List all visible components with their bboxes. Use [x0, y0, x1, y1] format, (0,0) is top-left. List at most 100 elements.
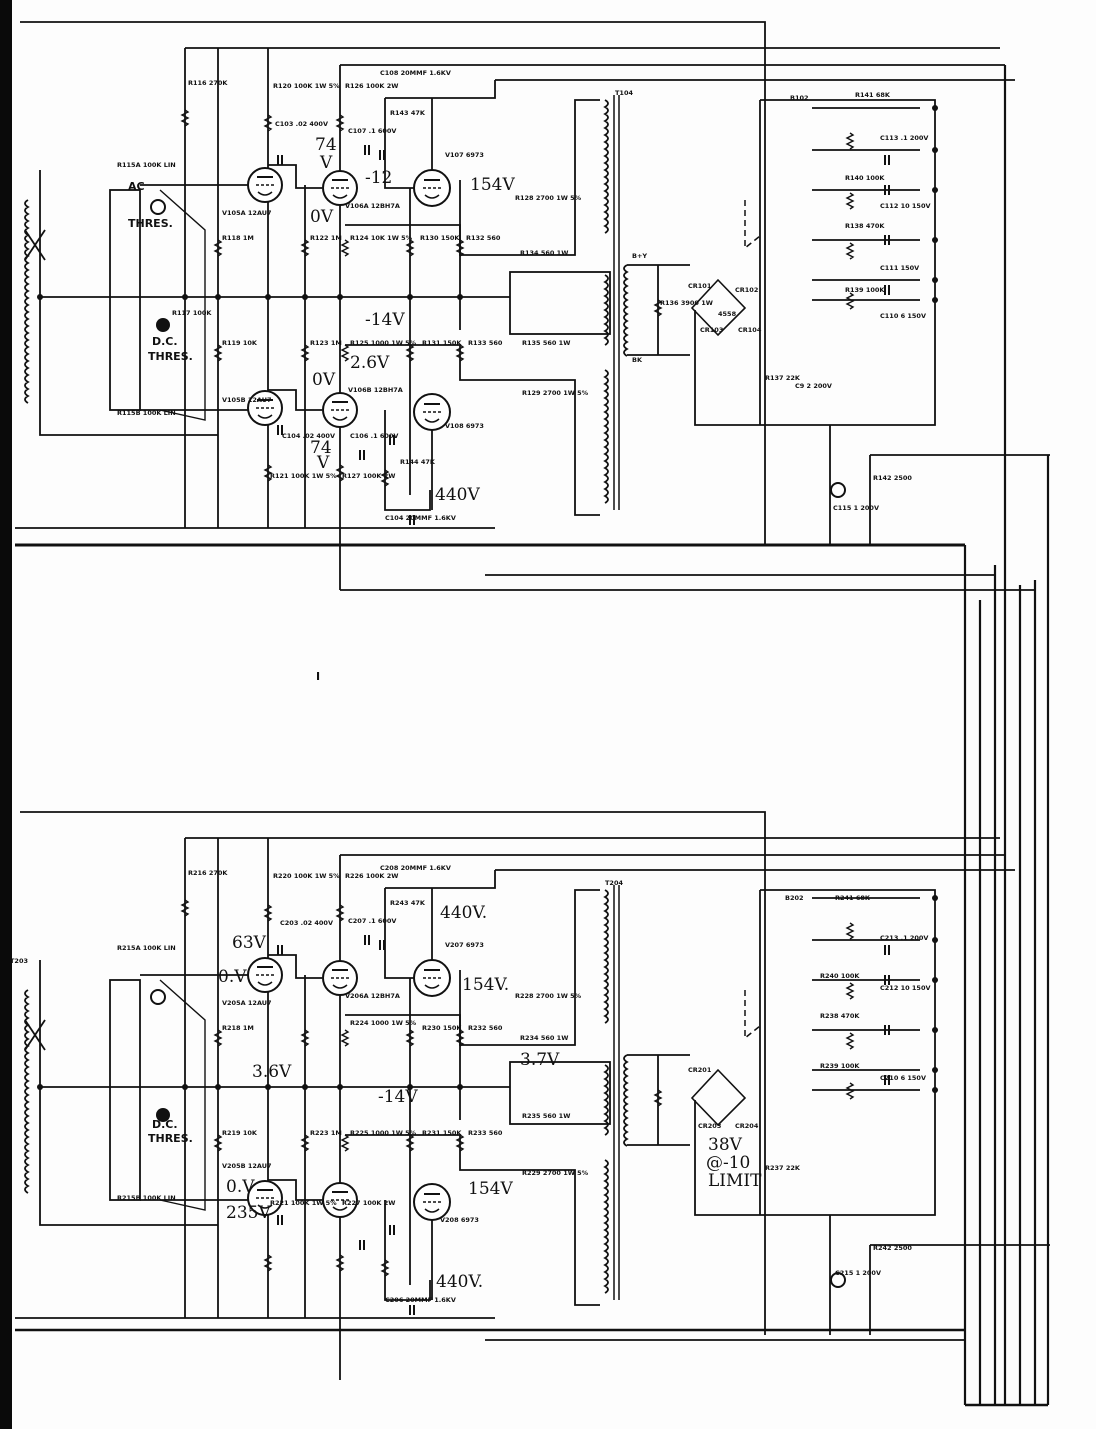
junction-dot [182, 294, 188, 300]
wire [385, 870, 496, 889]
trim-pot-icon [830, 482, 846, 498]
component-label: R240 100K [820, 972, 860, 980]
component-label: C208 20MMF 1.6KV [380, 864, 451, 872]
resistor-icon [845, 192, 855, 210]
junction-dot [932, 937, 938, 943]
junction-dot [932, 237, 938, 243]
component-label: R144 47K [400, 458, 436, 466]
wire [345, 99, 600, 256]
component-label: R131 150K [422, 339, 462, 347]
resistor-icon [300, 239, 310, 257]
resistor-icon [845, 132, 855, 150]
wire [345, 1134, 600, 1306]
wire [268, 389, 322, 411]
handwritten-voltage-note: 0.V [226, 1177, 255, 1197]
wire [345, 889, 600, 1046]
resistor-icon [380, 1259, 390, 1277]
junction-dot [932, 147, 938, 153]
dc-threshold-adjust-icon [156, 318, 170, 332]
wire [384, 1200, 431, 1301]
handwritten-voltage-note: 0V [310, 207, 334, 227]
component-label: R122 1M [310, 234, 342, 242]
vacuum-tube-icon [322, 1182, 358, 1218]
handwritten-voltage-note: @-10 [706, 1153, 750, 1173]
handwritten-voltage-note: -14V [365, 310, 405, 330]
handwritten-voltage-note: 74 [315, 135, 337, 155]
handwritten-voltage-note: 3.7V [520, 1050, 560, 1070]
component-label: CR101 [688, 282, 712, 290]
component-label: C110 6 150V [880, 312, 926, 320]
component-label: R215A 100K LIN [117, 944, 176, 952]
component-label: R142 2500 [873, 474, 912, 482]
interchannel-bus-wires [15, 65, 1050, 1407]
vacuum-tube-icon [247, 957, 283, 993]
component-label: V207 6973 [445, 941, 484, 949]
component-label: R119 10K [222, 339, 258, 347]
tube-cathode [424, 194, 440, 199]
component-label: R228 2700 1W 5% [515, 992, 582, 1000]
component-label: V106B 12BH7A [348, 386, 403, 394]
component-label: R232 560 [468, 1024, 503, 1032]
handwritten-voltage-note: 154V [468, 1179, 513, 1199]
component-label: R143 47K [390, 109, 426, 117]
component-label: CR102 [735, 286, 758, 294]
resistor-icon [653, 299, 663, 317]
handwritten-voltage-note: 74 [310, 438, 332, 458]
handwritten-voltage-note: V [319, 153, 333, 173]
component-label: R127 100K 2W [342, 472, 395, 480]
component-label: B+Y [632, 252, 647, 260]
wire [384, 410, 431, 511]
component-label: R137 22K [765, 374, 801, 382]
resistor-icon [653, 1089, 663, 1107]
junction-dot [457, 1084, 463, 1090]
handwritten-voltage-note: -12 [365, 168, 392, 188]
tube-cathode [332, 1206, 348, 1211]
resistor-icon [263, 904, 273, 922]
component-label: C107 .1 600V [348, 127, 396, 135]
wire [385, 80, 496, 99]
junction-dot [932, 1027, 938, 1033]
component-label: V105A 12AU7 [222, 209, 272, 217]
component-label: 4558 [718, 310, 737, 318]
handwritten-voltage-note: 440V. [440, 903, 487, 923]
component-label: R123 1M [310, 339, 342, 347]
resistor-icon [455, 1134, 465, 1152]
component-label: C104 .02 400V [282, 432, 335, 440]
component-label: R224 1000 1W 5% [350, 1019, 417, 1027]
vacuum-tube-icon [413, 1183, 451, 1221]
resistor-icon [300, 1029, 310, 1047]
component-label: V205B 12AU7 [222, 1162, 272, 1170]
junction-dot [932, 895, 938, 901]
resistor-icon [340, 1134, 350, 1152]
component-label: R237 22K [765, 1164, 801, 1172]
resistor-icon [845, 1032, 855, 1050]
component-label: V206A 12BH7A [345, 992, 400, 1000]
wire [39, 960, 218, 1226]
wire [159, 189, 206, 421]
handwritten-voltage-note: 154V [470, 175, 515, 195]
resistor-icon [405, 344, 415, 362]
tube-cathode [332, 194, 348, 199]
resistor-icon [845, 292, 855, 310]
wire [384, 98, 415, 189]
wire [159, 979, 206, 1211]
component-label: R121 100K 1W 5% [270, 472, 337, 480]
component-label: T204 [605, 879, 623, 887]
section-label: THRES. [148, 1132, 193, 1145]
margin-mark: I [316, 670, 320, 683]
component-label: R135 560 1W [522, 339, 570, 347]
scan-edge [0, 0, 12, 1429]
component-label: R242 2500 [873, 1244, 912, 1252]
resistor-icon [340, 1029, 350, 1047]
resistor-icon [180, 899, 190, 917]
junction-dot [215, 1084, 221, 1090]
transformer-winding-icon [603, 369, 609, 504]
tube-cathode [424, 418, 440, 423]
tube-cathode [424, 984, 440, 989]
component-label: V105B 12AU7 [222, 396, 272, 404]
tube-cathode [257, 191, 273, 196]
